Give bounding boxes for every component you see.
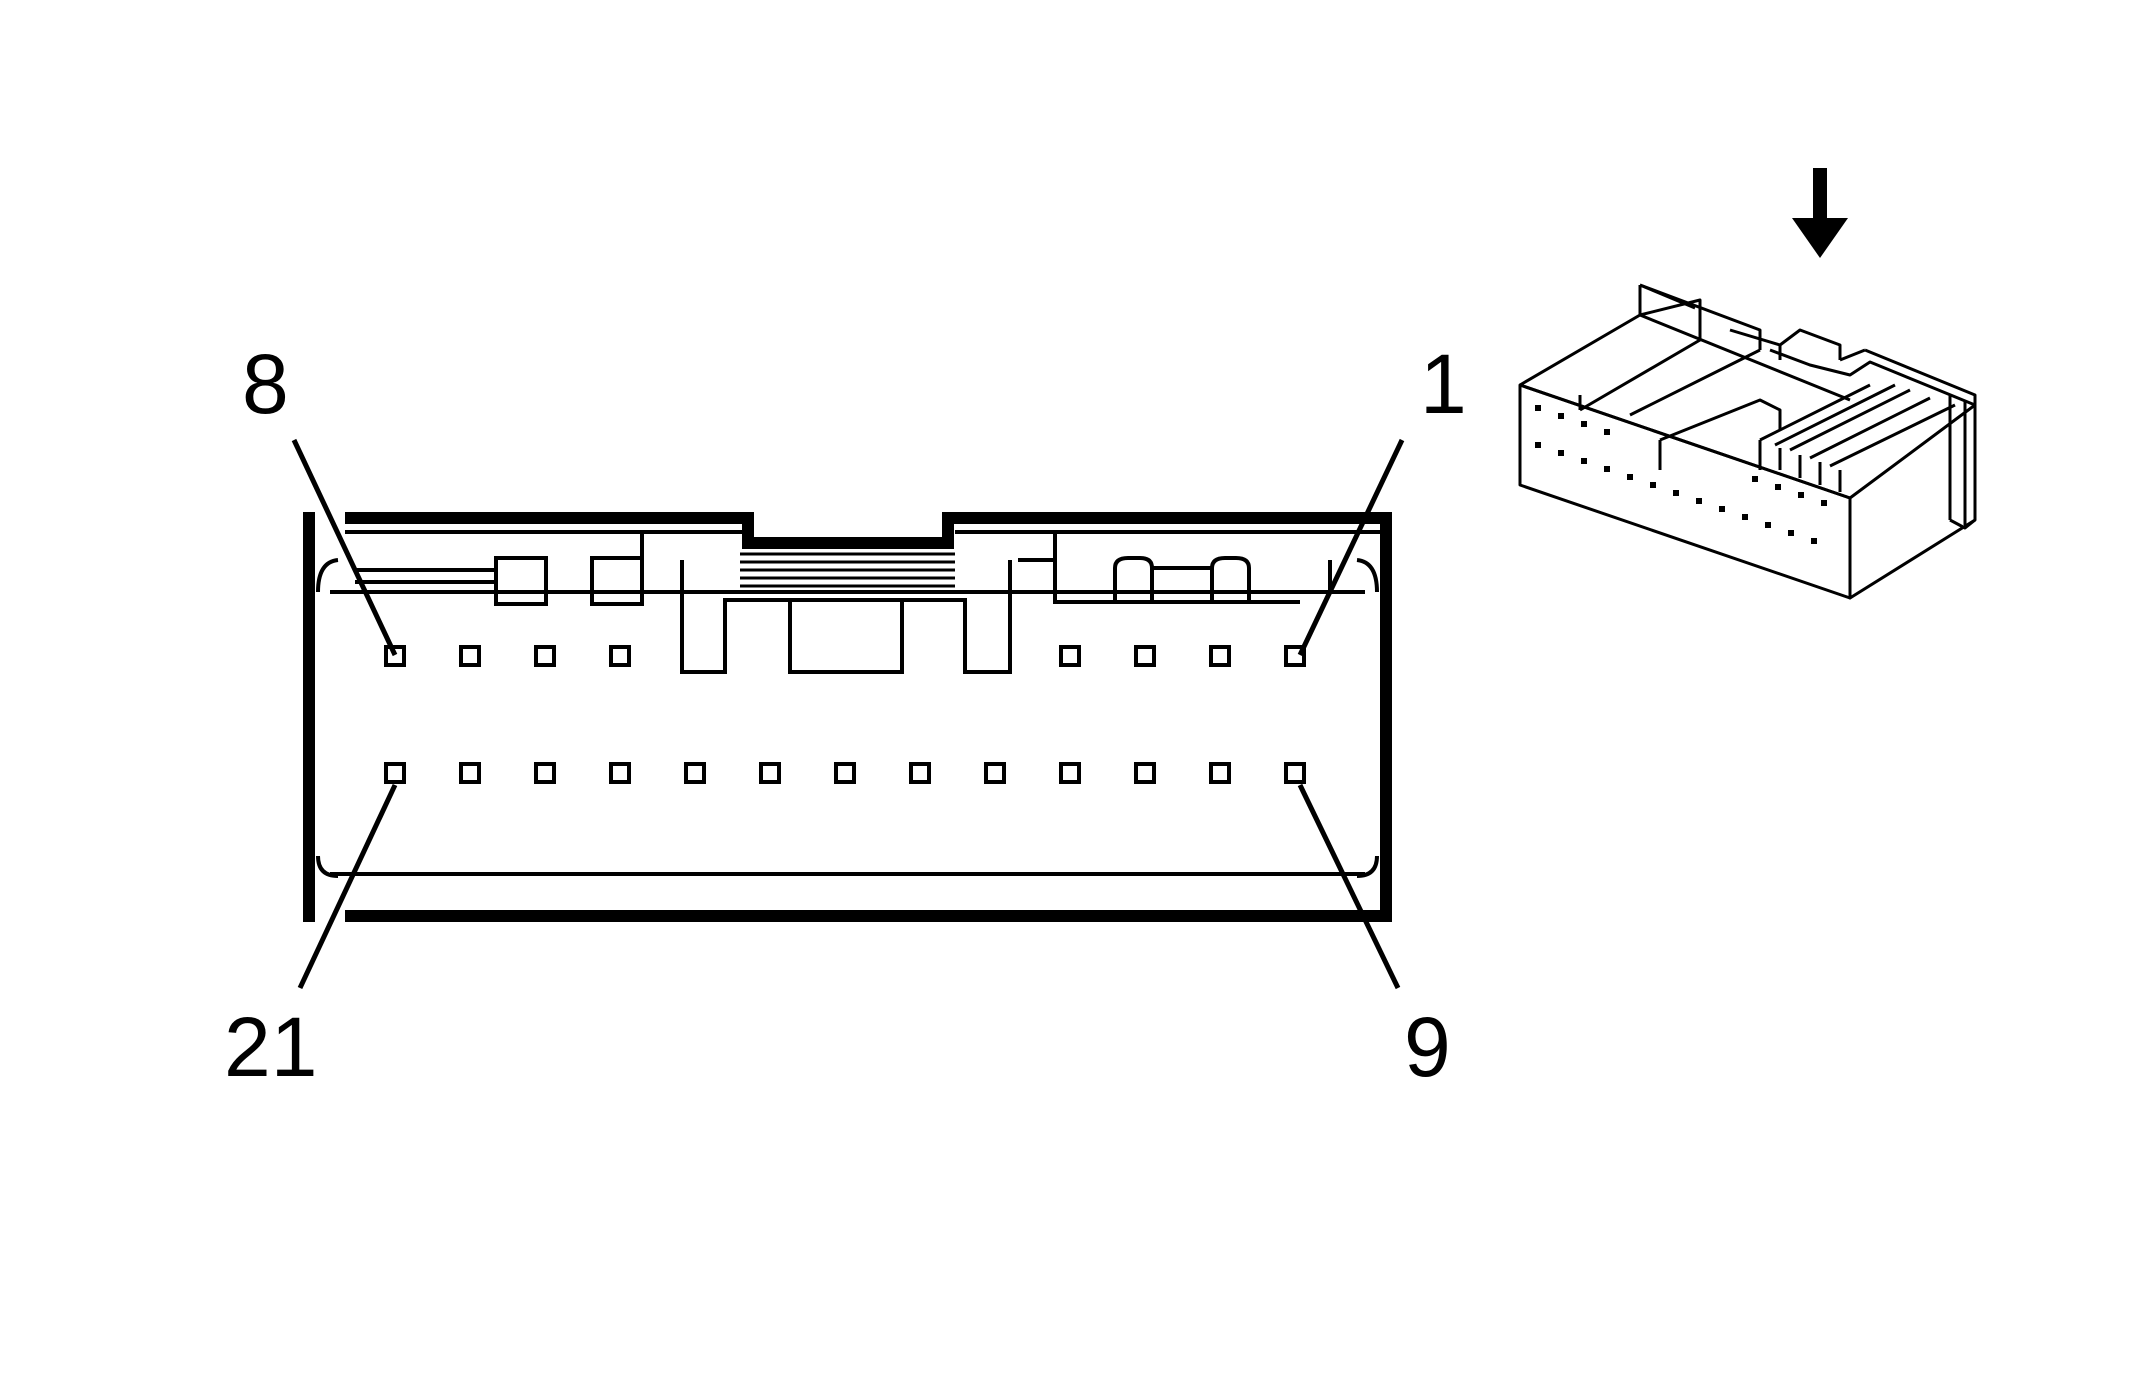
latch-block-left-1 bbox=[494, 556, 548, 606]
connector-face-view bbox=[291, 438, 1405, 990]
latch-block-left-2 bbox=[590, 556, 644, 606]
pin-cavity bbox=[1209, 645, 1231, 667]
housing-corner-bl bbox=[316, 855, 339, 878]
keyway-center bbox=[680, 592, 1012, 674]
leader-pin-1 bbox=[1297, 438, 1405, 657]
pin-cavity bbox=[834, 762, 856, 784]
pin-cavity bbox=[1059, 645, 1081, 667]
pin-row-bottom bbox=[384, 762, 1306, 784]
pin-cavity bbox=[609, 645, 631, 667]
latch-right-tab-2 bbox=[1210, 556, 1251, 602]
latch-right-frame bbox=[1053, 532, 1300, 604]
pin-cavity bbox=[759, 762, 781, 784]
key-center-block bbox=[788, 598, 904, 674]
connector-iso-icon bbox=[1518, 283, 1977, 600]
pin-cavity bbox=[1134, 762, 1156, 784]
pin-label-top-left: 8 bbox=[242, 337, 289, 431]
pin-cavity bbox=[1209, 762, 1231, 784]
pin-cavity bbox=[534, 762, 556, 784]
housing-corner-br bbox=[1356, 855, 1379, 878]
pin-cavity bbox=[534, 645, 556, 667]
leader-pin-9 bbox=[1297, 783, 1401, 990]
pin-label-bottom-left: 21 bbox=[224, 1000, 318, 1094]
pin-cavity bbox=[909, 762, 931, 784]
pin-cavity bbox=[384, 645, 406, 667]
iso-pins-bottom bbox=[1535, 442, 1817, 544]
key-ribs bbox=[740, 552, 955, 588]
latch-right-tab-1 bbox=[1113, 556, 1154, 602]
pin-cavity bbox=[1134, 645, 1156, 667]
pin-cavity bbox=[1284, 762, 1306, 784]
pin-cavity bbox=[984, 762, 1006, 784]
housing-corner-tr bbox=[1356, 558, 1379, 593]
pin-cavity bbox=[384, 762, 406, 784]
pin-cavity bbox=[684, 762, 706, 784]
down-arrow-icon bbox=[1792, 168, 1848, 258]
pin-cavity bbox=[1059, 762, 1081, 784]
pin-label-top-right: 1 bbox=[1420, 337, 1467, 431]
housing-corner-tl bbox=[316, 558, 339, 593]
pin-cavity bbox=[1284, 645, 1306, 667]
iso-pins-top bbox=[1535, 405, 1827, 506]
leader-pin-21 bbox=[297, 783, 398, 990]
pin-label-bottom-right: 9 bbox=[1404, 1000, 1451, 1094]
pin-cavity bbox=[609, 762, 631, 784]
connector-outer-frame bbox=[345, 512, 1380, 549]
pin-cavity bbox=[459, 645, 481, 667]
leader-pin-8 bbox=[291, 438, 398, 657]
pin-row-top bbox=[384, 645, 1306, 667]
pin-cavity bbox=[459, 762, 481, 784]
